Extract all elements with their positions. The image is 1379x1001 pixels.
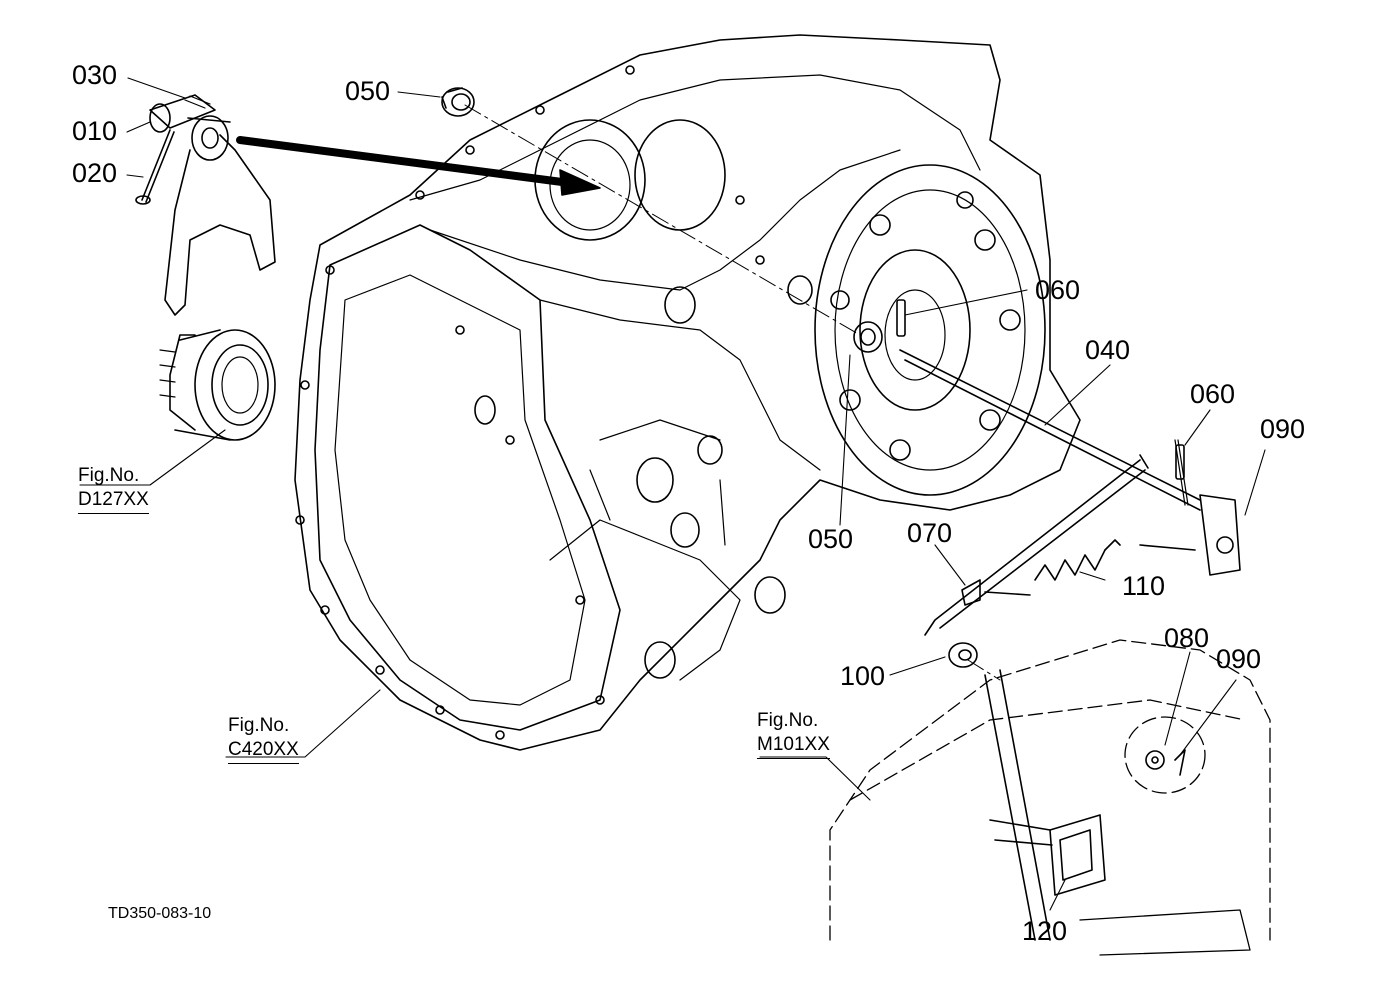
figure-ref-d127xx[interactable]: Fig.No. D127XX [78, 464, 149, 514]
figure-ref-number[interactable]: M101XX [757, 733, 830, 759]
part-label-110: 110 [1122, 571, 1166, 601]
part-label-060-right: 060 [1190, 379, 1236, 409]
shift-fork [135, 94, 276, 316]
bearing-050 [441, 87, 883, 353]
part-label-070: 070 [907, 518, 953, 548]
coupler [159, 329, 276, 441]
figure-ref-c420xx[interactable]: Fig.No. C420XX [228, 714, 299, 764]
part-label-030: 030 [72, 60, 118, 90]
part-label-050-lower: 050 [808, 524, 854, 554]
rod-040 [899, 349, 1241, 576]
part-label-040: 040 [1085, 335, 1131, 365]
part-label-080: 080 [1164, 623, 1210, 653]
drawing-code: TD350-083-10 [108, 905, 212, 922]
figure-ref-number[interactable]: D127XX [78, 488, 149, 514]
pedal-arm [984, 669, 1251, 956]
part-label-090-lower: 090 [1216, 644, 1262, 674]
figure-ref-caption: Fig.No. [228, 715, 290, 736]
part-label-100: 100 [840, 661, 886, 691]
bushing-100 [948, 642, 978, 668]
linkage-070 [924, 454, 1149, 636]
pin-060 [896, 299, 1185, 480]
assembly-arrow [236, 136, 601, 196]
transmission-case [294, 34, 1081, 751]
part-label-020: 020 [72, 158, 118, 188]
pedal-bracket [829, 639, 1271, 941]
leader-lines [79, 77, 1266, 911]
centerlines [464, 104, 1001, 681]
figure-ref-caption: Fig.No. [757, 710, 819, 731]
part-label-010: 010 [72, 116, 118, 146]
figure-ref-caption: Fig.No. [78, 465, 140, 486]
figure-ref-m101xx[interactable]: Fig.No. M101XX [757, 709, 830, 759]
figure-ref-number[interactable]: C420XX [228, 738, 299, 764]
part-label-050-top: 050 [345, 76, 391, 106]
part-label-120: 120 [1022, 916, 1068, 946]
spring-110 [984, 539, 1196, 596]
part-label-090-upper: 090 [1260, 414, 1306, 444]
part-label-060-upper: 060 [1035, 275, 1081, 305]
